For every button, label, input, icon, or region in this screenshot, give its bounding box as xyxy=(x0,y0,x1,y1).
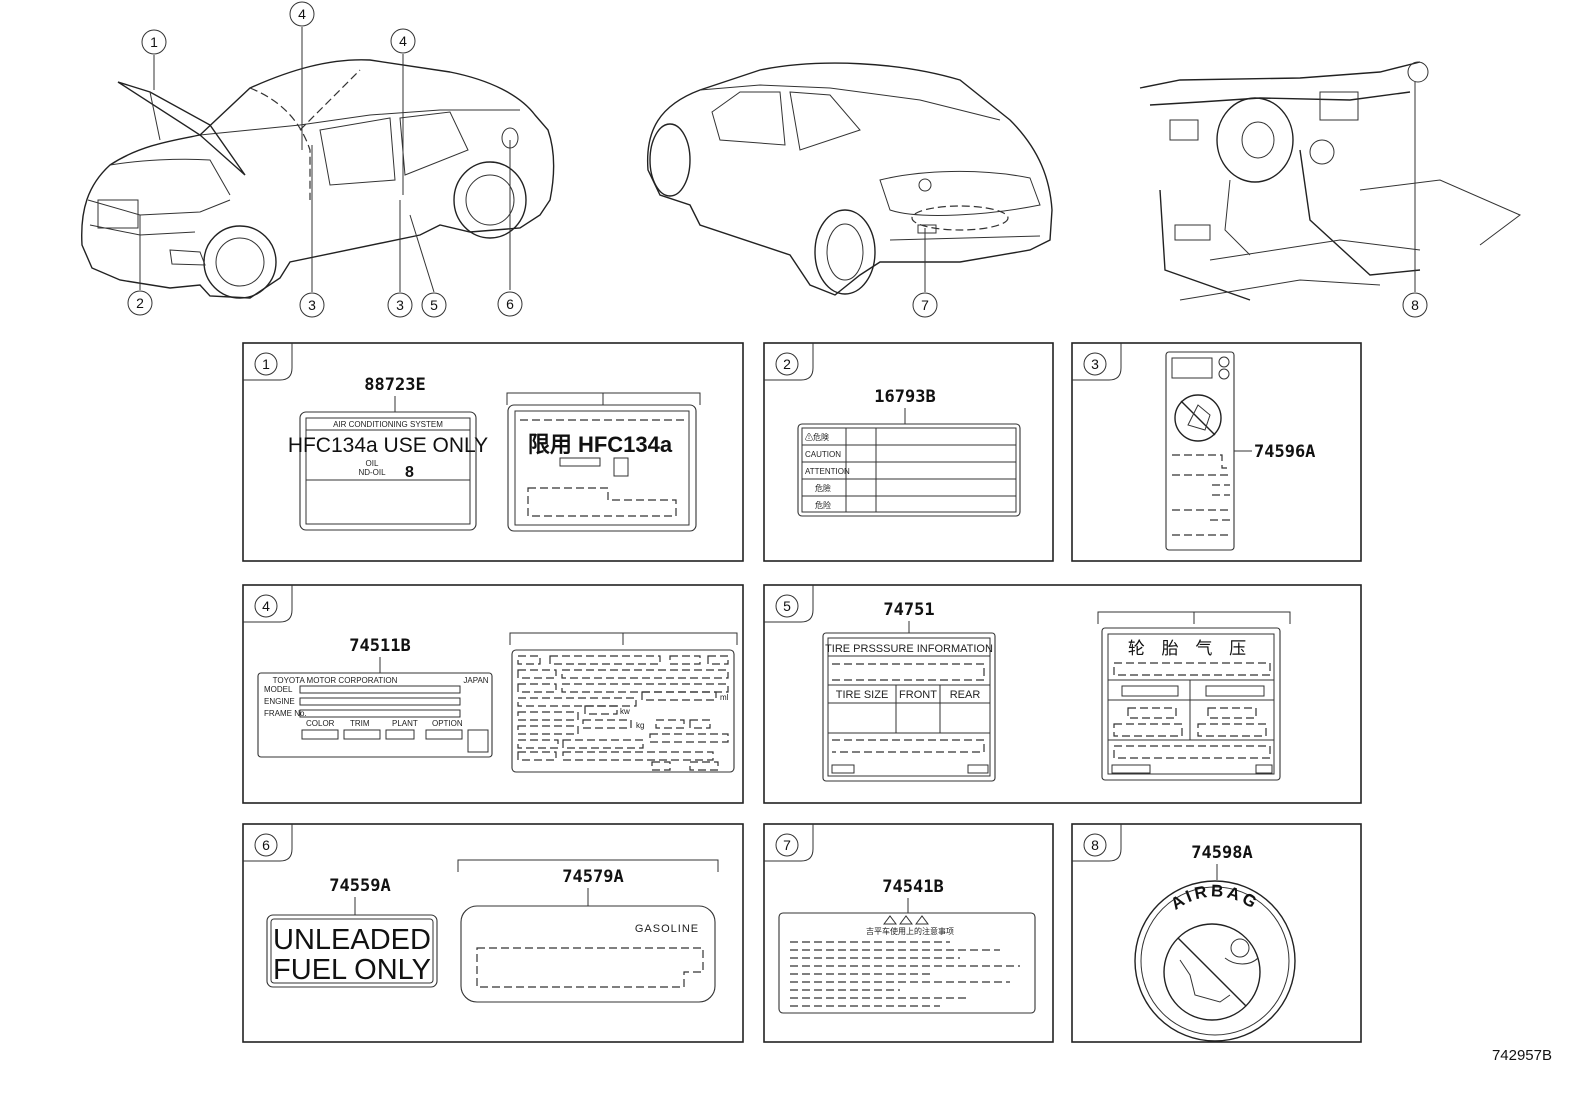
svg-text:⚠危険: ⚠危険 xyxy=(805,432,829,442)
svg-text:ND-OIL: ND-OIL xyxy=(358,468,386,477)
panel-7: 7 74541B 吉平车使用上的注意事项 xyxy=(763,823,1054,1043)
svg-text:TIRE SIZE: TIRE SIZE xyxy=(836,689,889,701)
svg-text:ml: ml xyxy=(720,693,729,702)
svg-text:ATTENTION: ATTENTION xyxy=(805,467,850,476)
svg-text:轮 胎 气 压: 轮 胎 气 压 xyxy=(1128,639,1252,658)
svg-text:6: 6 xyxy=(262,837,270,853)
panel-3: 3 74596A xyxy=(1071,342,1362,562)
panel-8: 8 74598A AIRBAG xyxy=(1071,823,1362,1043)
car-front-view xyxy=(81,59,555,299)
svg-text:1: 1 xyxy=(150,34,158,50)
part-74541B: 74541B xyxy=(882,877,943,897)
svg-text:限用 HFC134a: 限用 HFC134a xyxy=(528,432,673,457)
svg-text:8: 8 xyxy=(405,464,414,481)
svg-text:危险: 危险 xyxy=(815,500,831,510)
svg-text:HFC134a USE ONLY: HFC134a USE ONLY xyxy=(288,434,488,457)
svg-text:UNLEADED: UNLEADED xyxy=(273,924,431,956)
cn-tire-label xyxy=(1101,627,1281,781)
caution-label xyxy=(797,423,1021,517)
ac-label xyxy=(299,411,477,531)
svg-text:OIL: OIL xyxy=(366,459,379,468)
svg-text:TRIM: TRIM xyxy=(350,719,370,728)
svg-text:1: 1 xyxy=(262,356,270,372)
panel-6: 6 74559A UNLEADED FUEL ONLY 74579A GASOL… xyxy=(242,823,744,1043)
svg-text:4: 4 xyxy=(399,33,407,49)
svg-text:危險: 危險 xyxy=(815,483,831,493)
svg-text:JAPAN: JAPAN xyxy=(463,676,488,685)
svg-text:MODEL: MODEL xyxy=(264,685,293,694)
svg-text:kw: kw xyxy=(620,707,630,716)
part-74511B: 74511B xyxy=(349,636,410,656)
svg-text:AIR CONDITIONING SYSTEM: AIR CONDITIONING SYSTEM xyxy=(333,420,443,429)
svg-text:5: 5 xyxy=(430,297,438,313)
svg-text:6: 6 xyxy=(506,296,514,312)
part-74598A: 74598A xyxy=(1191,843,1252,863)
callout-8: 8 xyxy=(1402,292,1428,318)
callout-5: 5 xyxy=(421,292,447,318)
svg-text:7: 7 xyxy=(921,297,929,313)
svg-text:吉平车使用上的注意事项: 吉平车使用上的注意事项 xyxy=(866,926,954,936)
svg-text:8: 8 xyxy=(1411,297,1419,313)
svg-text:COLOR: COLOR xyxy=(306,719,335,728)
unleaded-fuel-label xyxy=(266,914,438,988)
part-74579A: 74579A xyxy=(562,867,623,887)
callout-1: 1 xyxy=(141,29,167,55)
panel-5: 5 74751 TIRE PRSSSURE INFORMATION TIRE S… xyxy=(763,584,1362,804)
svg-text:GASOLINE: GASOLINE xyxy=(635,923,699,935)
svg-text:3: 3 xyxy=(308,297,316,313)
svg-text:OPTION: OPTION xyxy=(432,719,463,728)
part-74751: 74751 xyxy=(883,600,934,620)
callout-2: 2 xyxy=(127,290,153,316)
car-rear-view xyxy=(646,62,1053,296)
diagram-id: 742957B xyxy=(1492,1047,1552,1064)
part-16793B: 16793B xyxy=(874,387,935,407)
svg-text:kg: kg xyxy=(636,721,644,730)
callout-7: 7 xyxy=(912,292,938,318)
callout-3: 3 xyxy=(387,292,413,318)
svg-text:CAUTION: CAUTION xyxy=(805,450,841,459)
svg-text:TOYOTA MOTOR CORPORATION: TOYOTA MOTOR CORPORATION xyxy=(273,676,398,685)
svg-text:2: 2 xyxy=(783,356,791,372)
svg-text:REAR: REAR xyxy=(950,689,981,701)
cn-ac-label xyxy=(507,404,697,532)
svg-text:TIRE PRSSSURE INFORMATION: TIRE PRSSSURE INFORMATION xyxy=(825,643,993,655)
callout-3: 3 xyxy=(299,292,325,318)
part-74559A: 74559A xyxy=(329,876,390,896)
panel-1: 1 88723E AIR CONDITIONING SYSTEM HFC134a… xyxy=(242,342,744,562)
svg-text:4: 4 xyxy=(298,6,306,22)
part-74596A: 74596A xyxy=(1254,442,1315,462)
svg-text:FUEL ONLY: FUEL ONLY xyxy=(273,954,431,986)
tire-pressure-label xyxy=(822,632,996,782)
interior-view xyxy=(1139,61,1521,301)
gasoline-label xyxy=(460,905,716,1003)
panel-2: 2 16793B ⚠危険 CAUTION ATTENTION 危險 危险 xyxy=(763,342,1054,562)
svg-text:5: 5 xyxy=(783,598,791,614)
svg-text:7: 7 xyxy=(783,837,791,853)
svg-text:8: 8 xyxy=(1091,837,1099,853)
svg-text:4: 4 xyxy=(262,598,270,614)
panel-4: 4 74511B TOYOTA MOTOR CORPORATION JAPAN … xyxy=(242,584,744,804)
cn-notice-label xyxy=(778,912,1036,1014)
svg-text:ENGINE: ENGINE xyxy=(264,697,295,706)
vin-plate xyxy=(257,672,493,758)
svg-text:PLANT: PLANT xyxy=(392,719,418,728)
callout-leaders xyxy=(139,27,1416,293)
callout-4: 4 xyxy=(390,28,416,54)
svg-text:2: 2 xyxy=(136,295,144,311)
callout-6: 6 xyxy=(497,291,523,317)
part-88723E: 88723E xyxy=(364,375,425,395)
callout-4: 4 xyxy=(289,1,315,27)
svg-text:FRAME No.: FRAME No. xyxy=(264,709,307,718)
svg-text:3: 3 xyxy=(396,297,404,313)
svg-text:FRONT: FRONT xyxy=(899,689,937,701)
svg-text:3: 3 xyxy=(1091,356,1099,372)
